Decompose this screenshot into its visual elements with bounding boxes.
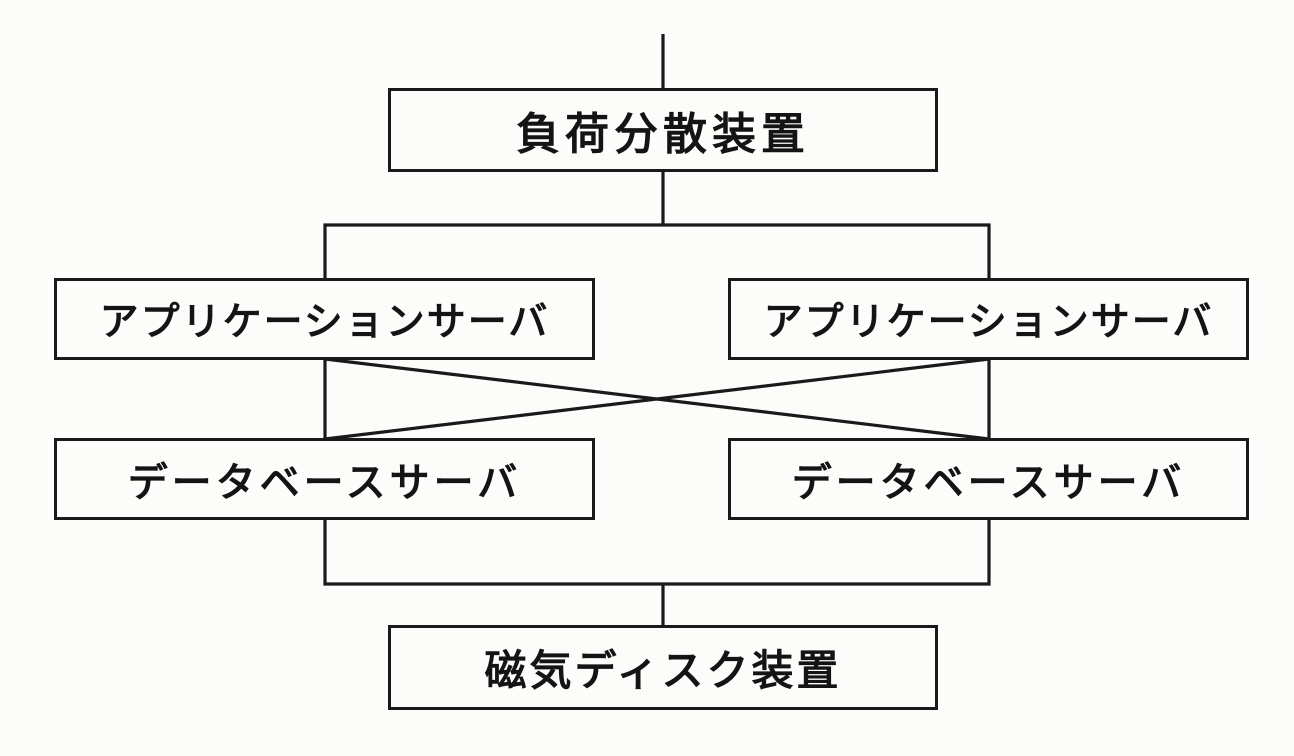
edge-db-servers-to-bus: [323, 519, 991, 586]
node-database-server-left: データベースサーバ: [54, 438, 595, 520]
node-application-server-left: アプリケーションサーバ: [54, 278, 595, 360]
edge-app-right-to-db-left: [324, 357, 990, 441]
edge-bus-to-app-servers: [323, 223, 991, 278]
node-load-balancer: 負荷分散装置: [388, 88, 938, 172]
node-magnetic-disk-unit: 磁気ディスク装置: [388, 625, 938, 710]
node-application-server-right: アプリケーションサーバ: [728, 278, 1249, 360]
node-database-server-right: データベースサーバ: [728, 438, 1249, 520]
